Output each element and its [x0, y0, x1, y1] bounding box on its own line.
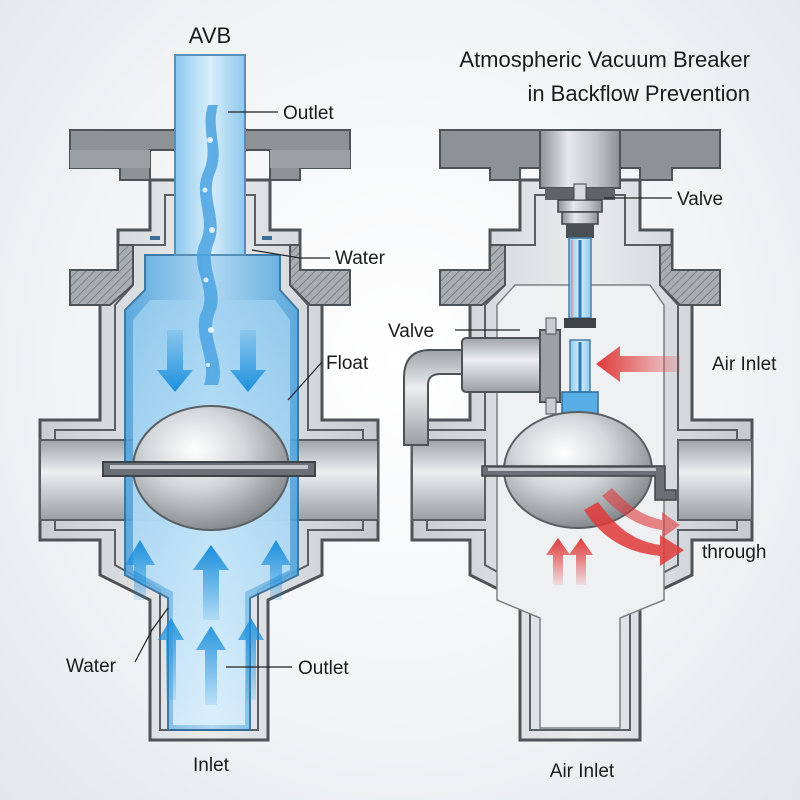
label-float: Float: [326, 353, 369, 374]
left-hatch-right: [289, 244, 351, 306]
left-water-stream: [196, 105, 220, 385]
title-line-1: Atmospheric Vacuum Breaker: [459, 47, 750, 72]
left-up-arrows: [125, 540, 291, 705]
air-inlet-side-arrow: [596, 346, 680, 382]
title-line-2: in Backflow Prevention: [527, 81, 750, 106]
right-top-flange: [439, 129, 541, 181]
right-valve-diagram: [403, 129, 754, 742]
left-down-arrows: [157, 330, 266, 392]
label-inlet: Inlet: [193, 755, 230, 776]
right-side-valve: [461, 337, 543, 393]
air-up-arrows: [546, 538, 593, 585]
label-air-inlet-side: Air Inlet: [712, 354, 777, 375]
label-valve-top: Valve: [677, 189, 723, 210]
right-valve-cap: [539, 129, 621, 189]
left-leader-lines: [134, 111, 330, 668]
right-seat-ring: [481, 465, 677, 501]
label-through: through: [702, 542, 766, 563]
left-hatch-left: [69, 244, 134, 306]
left-valve-diagram: [38, 54, 380, 742]
right-leader-lines: [455, 197, 672, 331]
label-water-bottom: Water: [66, 656, 117, 677]
right-hatch-right: [659, 244, 721, 306]
label-water-top: Water: [335, 248, 386, 269]
right-hatch-left: [439, 244, 506, 306]
air-through-arrows: [584, 488, 684, 566]
label-outlet-top: Outlet: [283, 103, 334, 124]
label-air-inlet-bottom: Air Inlet: [550, 761, 615, 782]
label-valve-left: Valve: [388, 321, 434, 342]
label-outlet-bottom: Outlet: [298, 658, 349, 679]
left-heading: AVB: [189, 23, 231, 48]
